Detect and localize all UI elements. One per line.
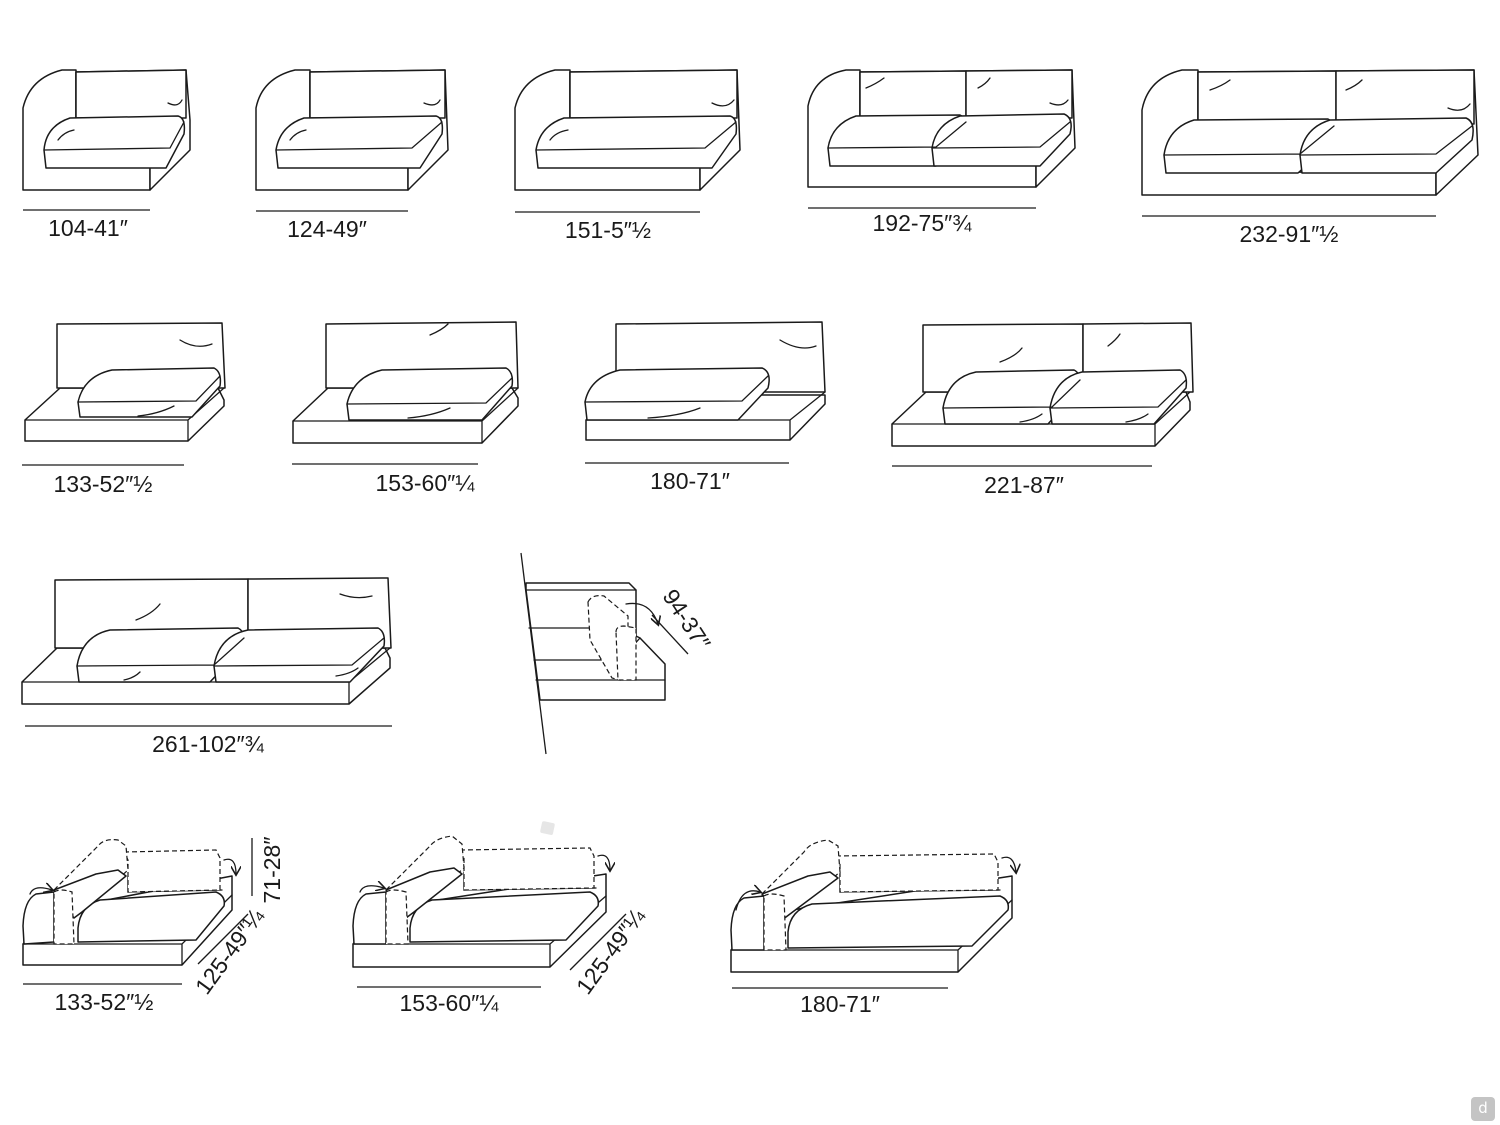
module-232: 232-91″½: [1141, 69, 1479, 247]
module-221-platform-width-label: 221-87″: [984, 472, 1064, 498]
module-180-platform-width-label: 180-71″: [650, 468, 730, 494]
module-133-backrest-width-label: 133-52″½: [55, 989, 154, 1015]
module-153-platform: 153-60″¼: [292, 321, 519, 496]
module-180-backrest: 180-71″: [730, 839, 1016, 1017]
module-232-width-label: 232-91″½: [1240, 221, 1339, 247]
side-view-depth-label: 94-37″: [658, 584, 716, 654]
module-133-platform-width-label: 133-52″½: [54, 471, 153, 497]
module-180-backrest-width-label: 180-71″: [800, 991, 880, 1017]
module-124: 124-49″: [255, 69, 449, 242]
module-221-platform: 221-87″: [891, 322, 1194, 498]
module-261-platform: 261-102″¾: [21, 577, 392, 757]
module-153-backrest: 125-49″¼ 153-60″¼: [352, 835, 651, 1016]
module-192: 192-75″¾: [807, 69, 1076, 236]
module-133-backrest: 71-28″ 125-49″¼ 133-52″½: [22, 837, 285, 1015]
module-180-platform: 180-71″: [584, 321, 826, 494]
brand-logo-icon: d: [1471, 1097, 1495, 1121]
module-104-width-label: 104-41″: [48, 215, 128, 241]
module-133-height-label: 71-28″: [259, 837, 285, 904]
module-133-platform: 133-52″½: [22, 322, 226, 497]
module-124-width-label: 124-49″: [287, 216, 367, 242]
module-153-backrest-width-label: 153-60″¼: [400, 990, 500, 1016]
module-153-platform-width-label: 153-60″¼: [376, 470, 476, 496]
module-side-view: 94-37″: [520, 552, 716, 755]
module-261-platform-width-label: 261-102″¾: [152, 731, 265, 757]
module-151: 151-5″½: [514, 69, 741, 243]
marker-square: [540, 821, 555, 835]
module-104: 104-41″: [22, 69, 191, 241]
module-192-width-label: 192-75″¾: [873, 210, 973, 236]
module-151-width-label: 151-5″½: [565, 217, 651, 243]
